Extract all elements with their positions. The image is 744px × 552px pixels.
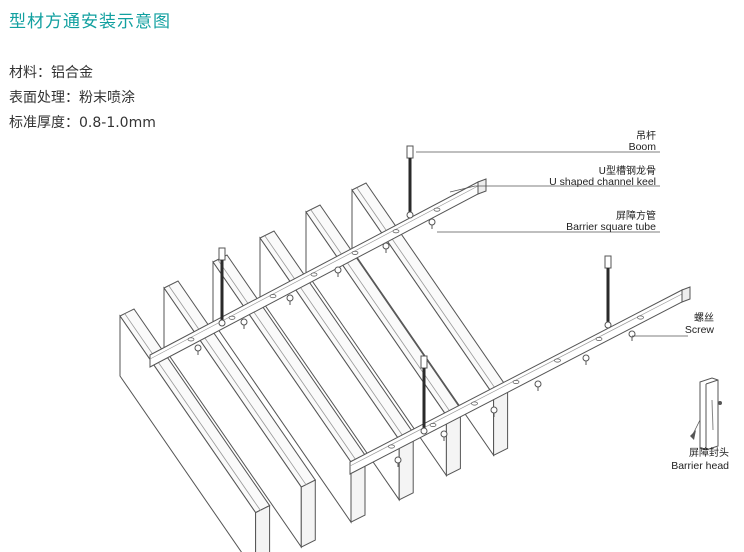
rod-hanger	[420, 355, 428, 369]
boom-rods	[218, 145, 612, 435]
spec-label: 材料	[9, 65, 37, 81]
keel-slot	[637, 315, 644, 320]
spec-value: 0.8-1.0mm	[79, 115, 156, 131]
callout-en: Barrier square tube	[566, 221, 656, 233]
callout-zh: U型槽钢龙骨	[599, 164, 656, 177]
keel-slot	[429, 423, 437, 427]
spec-material: 材料：铝合金	[9, 65, 93, 81]
screws	[194, 218, 636, 467]
keel-edge	[149, 185, 479, 360]
keel-slot	[392, 229, 400, 234]
keel-slot	[351, 250, 359, 255]
keel-slot	[512, 380, 520, 384]
channel-keel	[149, 178, 487, 368]
callout-screw: 螺丝 Screw	[685, 312, 715, 336]
keel-end	[681, 286, 691, 303]
channel-keel	[349, 286, 691, 475]
leader-lines	[416, 151, 701, 437]
screw-head	[490, 406, 498, 414]
callout-en: U shaped channel keel	[549, 176, 656, 188]
rod-nut	[420, 427, 428, 435]
rod-nut	[406, 211, 414, 219]
rod-hanger	[218, 247, 226, 261]
tube-end	[255, 504, 271, 552]
callout-zh: 屏障封头	[689, 446, 729, 459]
screw-head	[334, 266, 342, 274]
callout-en: Screw	[685, 324, 715, 336]
screw-head	[194, 344, 202, 352]
tube-groove	[168, 285, 307, 486]
screw	[628, 330, 636, 341]
keel-edge	[349, 293, 683, 467]
screw-head	[440, 430, 448, 438]
callout-zh: 吊杆	[636, 130, 656, 142]
callout-head: 屏障封头 Barrier head	[671, 446, 729, 472]
tube-groove	[124, 313, 261, 511]
screw-head	[428, 218, 436, 226]
keel-slot	[187, 337, 195, 342]
tube-groove	[356, 187, 499, 394]
boom-rod	[406, 145, 414, 219]
keel-slot	[269, 294, 277, 299]
boom-rod	[218, 247, 226, 327]
callout-keel: U型槽钢龙骨 U shaped channel keel	[549, 164, 656, 188]
keel-end	[477, 178, 487, 195]
screw	[394, 456, 402, 467]
callout-en: Barrier head	[671, 460, 729, 472]
screw	[240, 318, 248, 329]
screw	[194, 344, 202, 355]
callout-tube: 屏障方管 Barrier square tube	[566, 209, 656, 233]
spec-label: 标准厚度	[9, 115, 65, 131]
keel-slot	[471, 401, 478, 406]
callout-en: Boom	[629, 141, 657, 153]
spec-value: 铝合金	[51, 65, 93, 81]
u-channel-keels	[149, 178, 691, 475]
callout-zh: 螺丝	[694, 312, 714, 324]
tube-end	[300, 479, 316, 548]
keel-slot	[228, 315, 236, 320]
spec-label: 表面处理	[9, 90, 65, 106]
keel-slot	[433, 207, 441, 212]
rod-nut	[604, 321, 612, 329]
keel-slot	[388, 444, 395, 449]
screw-head	[286, 294, 294, 302]
keel-slot	[310, 272, 318, 277]
screw	[490, 406, 498, 417]
screw-head	[534, 380, 542, 388]
screw-head	[382, 242, 390, 250]
callout-zh: 屏障方管	[616, 209, 656, 222]
boom-rod	[604, 255, 612, 329]
screw	[582, 354, 590, 365]
spec-value: 粉末喷涂	[79, 90, 135, 106]
boom-rod	[420, 355, 428, 435]
screw	[534, 380, 542, 391]
spec-surface: 表面处理：粉末喷涂	[9, 90, 135, 106]
tube-groove	[264, 235, 405, 439]
page-title: 型材方通安装示意图	[9, 12, 171, 32]
rod-hanger	[406, 145, 414, 159]
rod-hanger	[604, 255, 612, 269]
callout-boom: 吊杆 Boom	[629, 130, 657, 153]
barrier-head-part	[699, 377, 722, 451]
rod-nut	[218, 319, 226, 327]
tube-side	[119, 314, 257, 552]
spec-thickness: 标准厚度：0.8-1.0mm	[9, 115, 156, 131]
screw	[286, 294, 294, 305]
screw-head	[240, 318, 248, 326]
screw-head	[394, 456, 402, 464]
keel-slot	[554, 358, 561, 363]
leader-arrow	[690, 430, 696, 440]
screw	[382, 242, 390, 253]
screw	[334, 266, 342, 277]
screw-head	[582, 354, 590, 362]
keel-slot	[595, 337, 603, 341]
spec-list: 材料：铝合金 表面处理：粉末喷涂 标准厚度：0.8-1.0mm	[9, 61, 156, 136]
tube-groove	[310, 209, 452, 414]
screw	[440, 430, 448, 441]
barrier-square-tubes	[119, 182, 509, 552]
screw	[428, 218, 436, 229]
tube-groove	[217, 259, 357, 461]
